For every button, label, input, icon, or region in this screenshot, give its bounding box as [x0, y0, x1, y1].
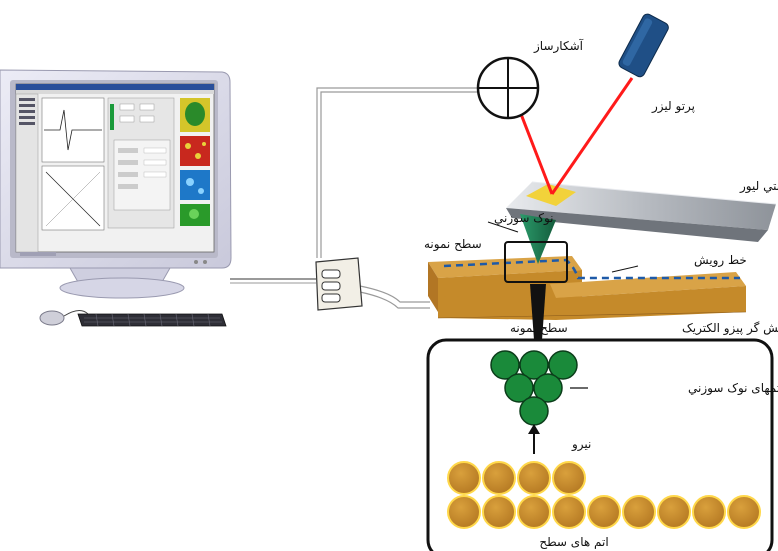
keyboard-icon — [77, 313, 227, 327]
surface-atoms-label: اتم های سطح — [539, 535, 608, 549]
tip-leader — [487, 221, 519, 233]
surface-atoms — [447, 461, 761, 529]
controller-label: سطح نمونه — [424, 237, 482, 252]
controller-box-icon — [315, 257, 363, 311]
magnify-region — [504, 241, 568, 283]
sample-stage — [428, 256, 747, 320]
laser-spot — [526, 184, 576, 206]
zoom-pointer — [530, 284, 546, 340]
force-label: نیرو — [571, 437, 591, 452]
sample-surface-label: سطح نمونه — [510, 321, 568, 336]
tip-atoms — [490, 350, 578, 426]
scan-line-label: خط رویش — [694, 253, 747, 268]
crosshair-detector-icon — [476, 56, 540, 120]
tip-atoms-label: اتمهای نوک سوزني — [688, 381, 778, 396]
scan-line-leader — [611, 265, 639, 273]
desktop-computer-icon — [0, 69, 232, 299]
tip-label: نوک سوزني — [494, 211, 553, 226]
cables — [230, 87, 480, 309]
cantilever — [506, 181, 777, 242]
mouse-icon — [39, 310, 89, 326]
cantilever-label: کانتي لیور — [739, 179, 778, 194]
laser-emitter-icon — [618, 13, 669, 78]
detector-label: آشکارساز — [533, 38, 584, 54]
monitor-screen — [15, 83, 215, 253]
tip — [520, 214, 556, 264]
force-arrow — [528, 424, 540, 454]
laser-label: پرتو لیزر — [651, 99, 695, 114]
piezo-scanner-label: رویش گر پیزو الکتریک — [682, 321, 778, 336]
